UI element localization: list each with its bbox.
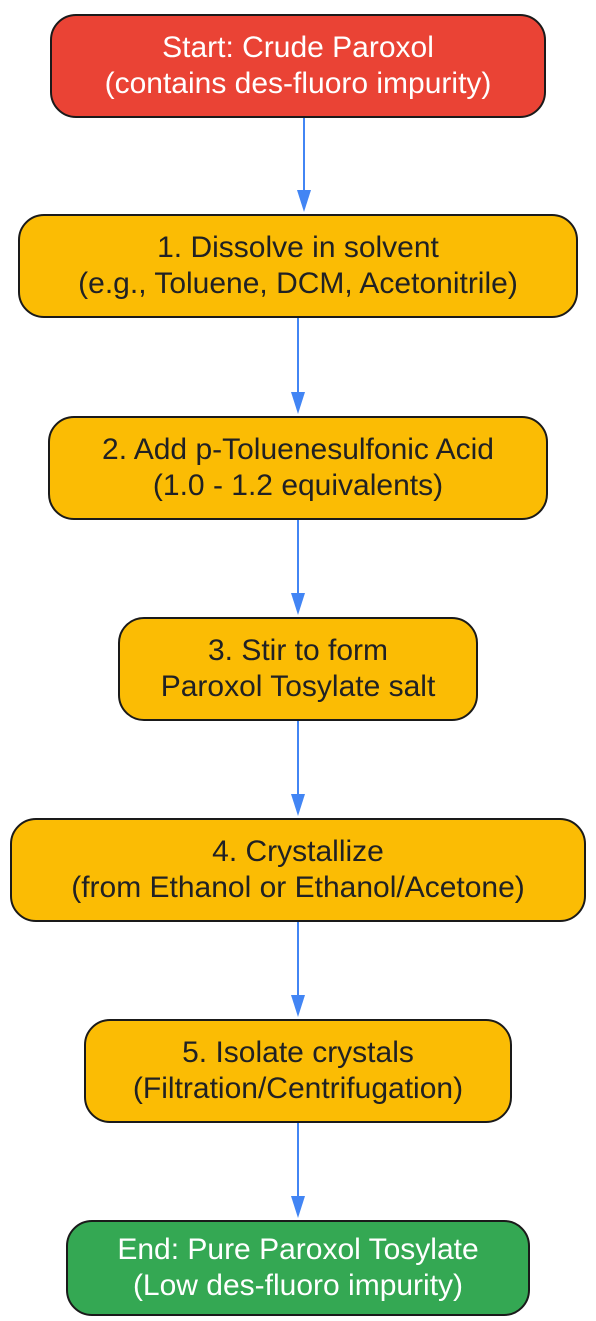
- node-stir-line2: Paroxol Tosylate salt: [160, 670, 436, 703]
- arrowhead-icon: [291, 1196, 305, 1218]
- node-dissolve-line1: 1. Dissolve in solvent: [157, 231, 439, 264]
- node-isolate: 5. Isolate crystals (Filtration/Centrifu…: [84, 1019, 512, 1123]
- node-start-line2: (contains des-fluoro impurity): [104, 67, 492, 100]
- arrowhead-icon: [291, 995, 305, 1017]
- node-isolate-line2: (Filtration/Centrifugation): [132, 1072, 464, 1105]
- node-start-line1: Start: Crude Paroxol: [162, 31, 434, 64]
- node-add-acid-line1: 2. Add p-Toluenesulfonic Acid: [102, 433, 494, 466]
- node-end-line2: (Low des-fluoro impurity): [132, 1269, 464, 1302]
- node-stir: 3. Stir to form Paroxol Tosylate salt: [118, 617, 478, 721]
- node-isolate-line1: 5. Isolate crystals: [182, 1036, 414, 1069]
- node-dissolve-line2: (e.g., Toluene, DCM, Acetonitrile): [78, 267, 518, 300]
- arrowhead-icon: [291, 794, 305, 816]
- edge-start-to-dissolve: [297, 118, 311, 212]
- arrowhead-icon: [297, 190, 311, 212]
- arrowhead-icon: [291, 392, 305, 414]
- node-crystallize-line1: 4. Crystallize: [212, 835, 384, 868]
- node-add-acid: 2. Add p-Toluenesulfonic Acid (1.0 - 1.2…: [48, 416, 548, 520]
- edge-isolate-to-end: [291, 1123, 305, 1218]
- node-dissolve: 1. Dissolve in solvent (e.g., Toluene, D…: [18, 214, 578, 318]
- node-stir-line1: 3. Stir to form: [207, 634, 389, 667]
- node-crystallize-line2: (from Ethanol or Ethanol/Acetone): [71, 871, 525, 904]
- node-end-line1: End: Pure Paroxol Tosylate: [117, 1233, 479, 1266]
- node-start: Start: Crude Paroxol (contains des-fluor…: [50, 14, 546, 118]
- node-crystallize: 4. Crystallize (from Ethanol or Ethanol/…: [10, 818, 586, 922]
- edge-dissolve-to-add-acid: [291, 318, 305, 414]
- edge-add-acid-to-stir: [291, 520, 305, 615]
- node-end: End: Pure Paroxol Tosylate (Low des-fluo…: [66, 1220, 530, 1316]
- edge-stir-to-crystallize: [291, 721, 305, 816]
- node-add-acid-line2: (1.0 - 1.2 equivalents): [152, 469, 444, 502]
- arrowhead-icon: [291, 593, 305, 615]
- edge-crystallize-to-isolate: [291, 922, 305, 1017]
